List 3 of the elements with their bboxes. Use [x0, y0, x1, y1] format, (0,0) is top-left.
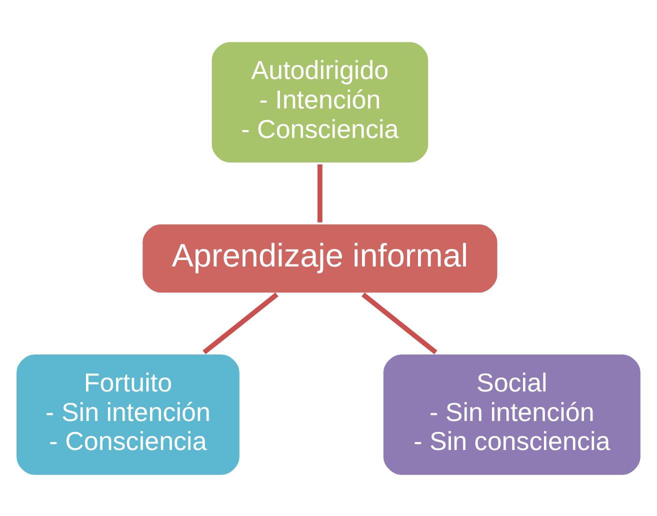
connector	[202, 292, 278, 354]
connector	[318, 164, 322, 222]
connector	[362, 292, 438, 354]
